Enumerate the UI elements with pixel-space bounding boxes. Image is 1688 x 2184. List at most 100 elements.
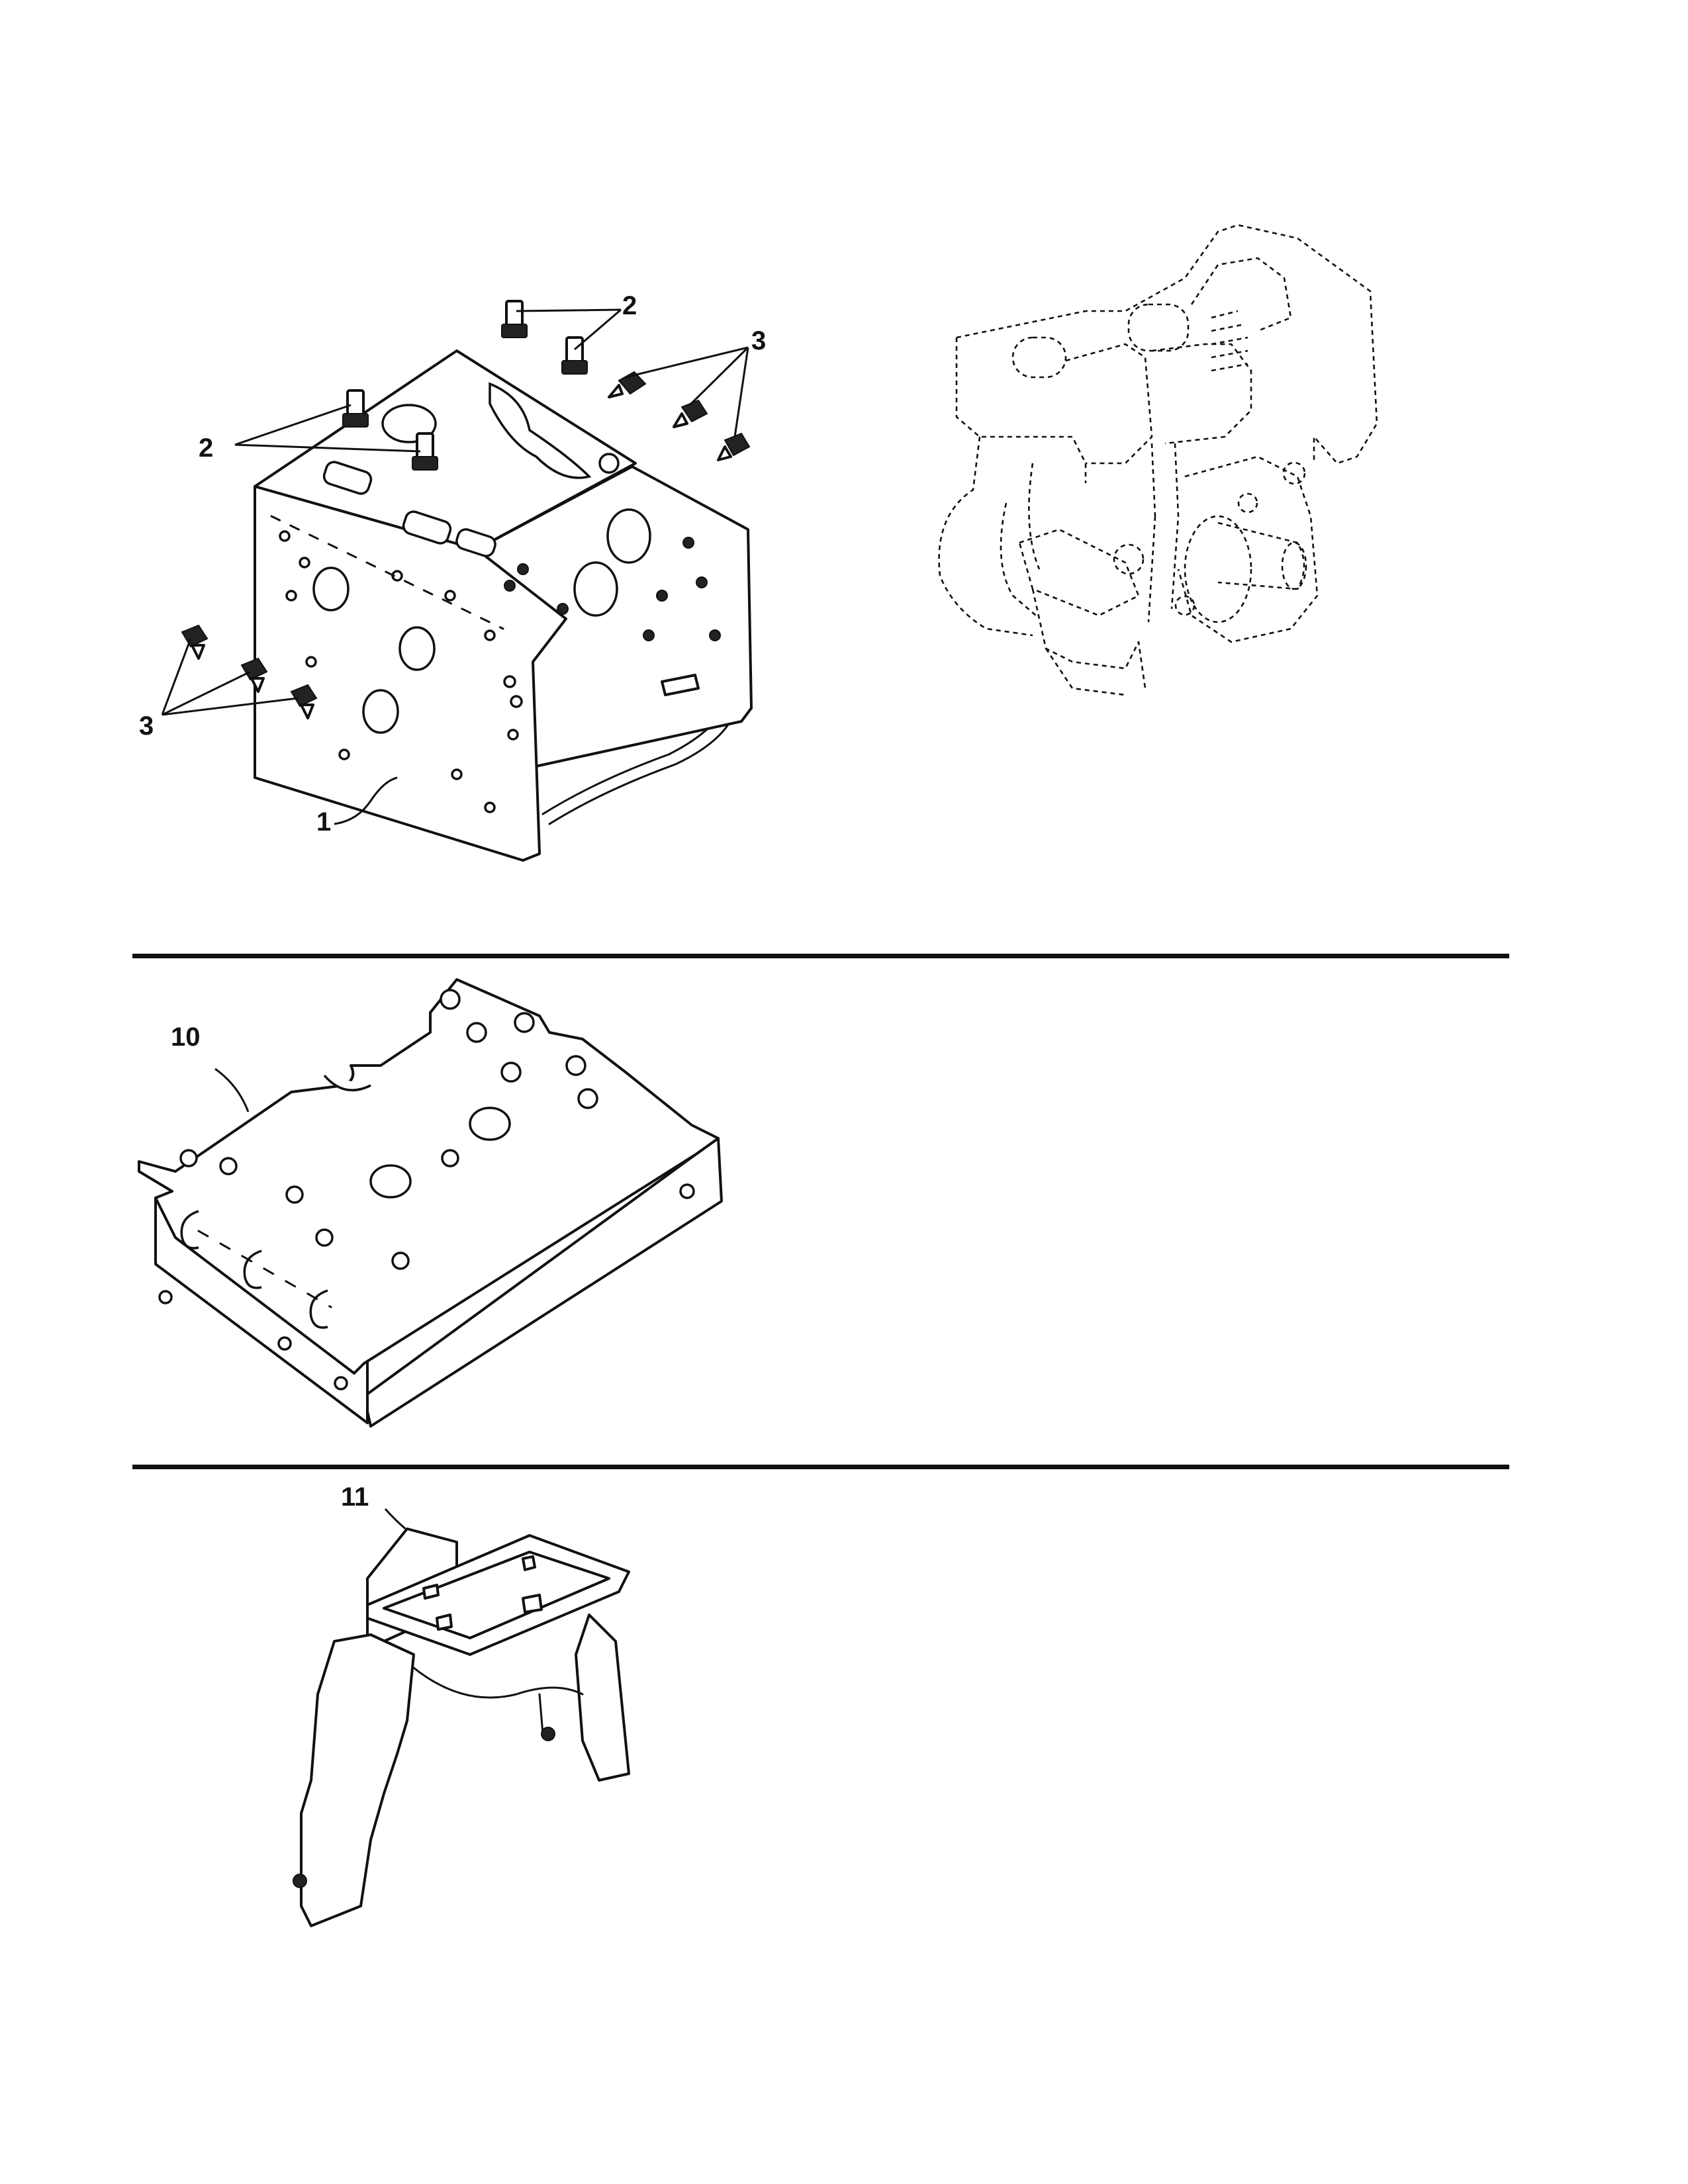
engine-outline	[1151, 343, 1252, 445]
shroud-left-leg	[300, 1633, 415, 1927]
frame-hole	[643, 629, 655, 641]
frame-hole	[606, 508, 651, 564]
engine-base	[1031, 588, 1147, 689]
engine-outline	[1000, 502, 1037, 616]
frame-hole	[338, 749, 350, 760]
screw-3	[290, 684, 318, 719]
leader-2	[234, 404, 421, 453]
plate-hole	[285, 1185, 304, 1204]
plate-hole	[219, 1157, 238, 1175]
frame-hole	[305, 656, 317, 668]
shroud-tab	[422, 1584, 440, 1600]
frame-hole	[299, 557, 310, 569]
bolt-2	[561, 336, 588, 375]
frame-hole	[517, 563, 529, 575]
frame-slot	[402, 510, 452, 545]
screw-3	[240, 657, 268, 693]
engine-outline	[1028, 463, 1041, 570]
frame-tab	[661, 674, 700, 696]
screw-3	[717, 432, 751, 461]
shroud-nut	[541, 1727, 555, 1741]
engine-bolt	[1174, 595, 1196, 616]
engine-base	[1045, 648, 1126, 696]
engine-cap	[1127, 303, 1190, 352]
leader-10	[214, 1068, 250, 1113]
frame-hole	[362, 689, 399, 734]
engine-shaft	[1147, 443, 1180, 623]
frame-slot	[322, 461, 373, 495]
callout-3: 3	[751, 326, 766, 355]
callout-10: 10	[171, 1023, 201, 1052]
frame-hole	[444, 590, 456, 602]
plate-hole	[577, 1088, 598, 1109]
engine-outline	[955, 338, 1087, 483]
bolt-2	[412, 432, 438, 471]
frame-hole	[484, 801, 496, 813]
engine-bolt	[1237, 492, 1258, 514]
shroud-tab	[522, 1594, 543, 1614]
engine-fins	[1211, 310, 1248, 372]
engine-bolt	[1282, 461, 1306, 485]
shroud-11: 11	[293, 1482, 630, 1927]
shroud-right-leg	[575, 1614, 630, 1782]
section-divider	[132, 1465, 1509, 1469]
shroud-tab	[436, 1614, 453, 1631]
engine-outline	[1190, 257, 1292, 332]
frame-hole	[507, 729, 519, 741]
engine-mount	[1018, 528, 1140, 617]
engine-cap	[1011, 336, 1067, 379]
mounting-plate-10: 10	[138, 978, 723, 1428]
plate-large-hole	[469, 1107, 511, 1141]
shroud-inner-curve	[412, 1666, 584, 1699]
frame-assembly: 2 2 3 3 1	[139, 291, 766, 862]
output-shaft-end	[1281, 541, 1307, 590]
leader-11	[384, 1508, 408, 1531]
plate-hole	[334, 1376, 348, 1390]
callout-1: 1	[316, 807, 331, 837]
bolt-2	[342, 389, 369, 428]
shroud-tab	[522, 1555, 536, 1571]
plate-hole	[179, 1149, 198, 1167]
plate-hole	[391, 1251, 410, 1270]
plate-hole	[466, 1022, 487, 1043]
leader-3	[161, 638, 299, 716]
leader-3	[625, 346, 749, 437]
frame-hole	[285, 590, 297, 602]
plate-hole	[440, 989, 461, 1010]
screw-3	[181, 624, 209, 660]
plate-hole	[565, 1055, 586, 1076]
frame-hole	[312, 567, 350, 612]
engine-outline	[938, 436, 1033, 637]
plate-hole	[441, 1149, 459, 1167]
screw-3	[608, 371, 647, 398]
frame-bend-line	[270, 515, 504, 630]
frame-rod-edge	[548, 708, 737, 825]
frame-hole	[682, 537, 694, 549]
plate-notch	[323, 1074, 371, 1091]
frame-hole	[484, 629, 496, 641]
callout-3: 3	[139, 711, 154, 741]
frame-hole	[656, 590, 668, 602]
frame-slot	[455, 528, 496, 557]
plate-hole	[277, 1336, 292, 1351]
engine-outline	[956, 224, 1378, 465]
plate-bend-line	[197, 1230, 332, 1308]
output-shaft	[1217, 522, 1305, 590]
frame-hole	[451, 768, 463, 780]
plate-hole	[514, 1012, 535, 1033]
plate-hole	[158, 1290, 173, 1304]
engine-bolt	[1113, 543, 1145, 575]
shroud-inner-edge	[538, 1693, 544, 1735]
frame-hole	[503, 675, 516, 688]
frame-hole	[573, 561, 618, 617]
plate-hole	[679, 1183, 695, 1199]
frame-hole	[557, 603, 569, 615]
engine-reference-phantom	[938, 224, 1378, 696]
gearbox-outline	[1177, 455, 1319, 643]
leader-1	[334, 776, 398, 825]
plate-large-hole	[369, 1164, 412, 1199]
callout-2: 2	[622, 291, 637, 320]
frame-hole	[279, 530, 291, 542]
frame-hole	[510, 695, 523, 708]
plate-keyhole	[180, 1210, 199, 1250]
